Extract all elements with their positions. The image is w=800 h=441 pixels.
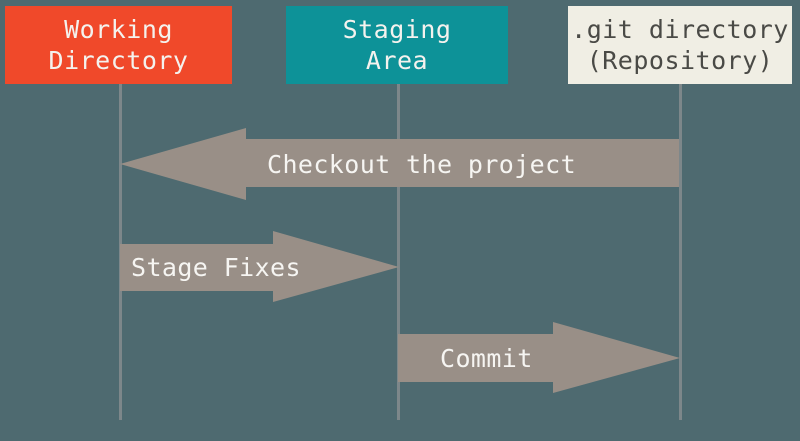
arrow-checkout-label: Checkout the project <box>267 149 577 179</box>
arrow-commit: Commit <box>398 322 680 394</box>
node-staging-area-line1: Staging <box>342 15 452 44</box>
arrow-commit-shape <box>398 322 680 393</box>
arrow-checkout-the-project: Checkout the project <box>120 127 679 201</box>
node-working-directory-line2: Directory <box>48 46 189 75</box>
arrow-stage-fixes-shape <box>120 231 399 302</box>
lifeline-staging-area <box>397 84 400 420</box>
lifeline-git-directory <box>679 84 682 420</box>
node-git-directory: .git directory (Repository) <box>568 6 792 84</box>
arrow-stage-fixes: Stage Fixes <box>120 231 399 303</box>
node-working-directory-line1: Working <box>64 15 173 44</box>
arrow-commit-label: Commit <box>440 343 533 373</box>
node-staging-area-line2: Area <box>365 46 429 75</box>
arrow-checkout-shape <box>120 128 679 200</box>
node-staging-area: Staging Area <box>286 6 508 84</box>
node-git-directory-line2: (Repository) <box>586 46 774 75</box>
node-working-directory: Working Directory <box>5 6 232 84</box>
arrow-stage-fixes-label: Stage Fixes <box>131 252 301 282</box>
node-git-directory-line1: .git directory <box>571 15 789 44</box>
